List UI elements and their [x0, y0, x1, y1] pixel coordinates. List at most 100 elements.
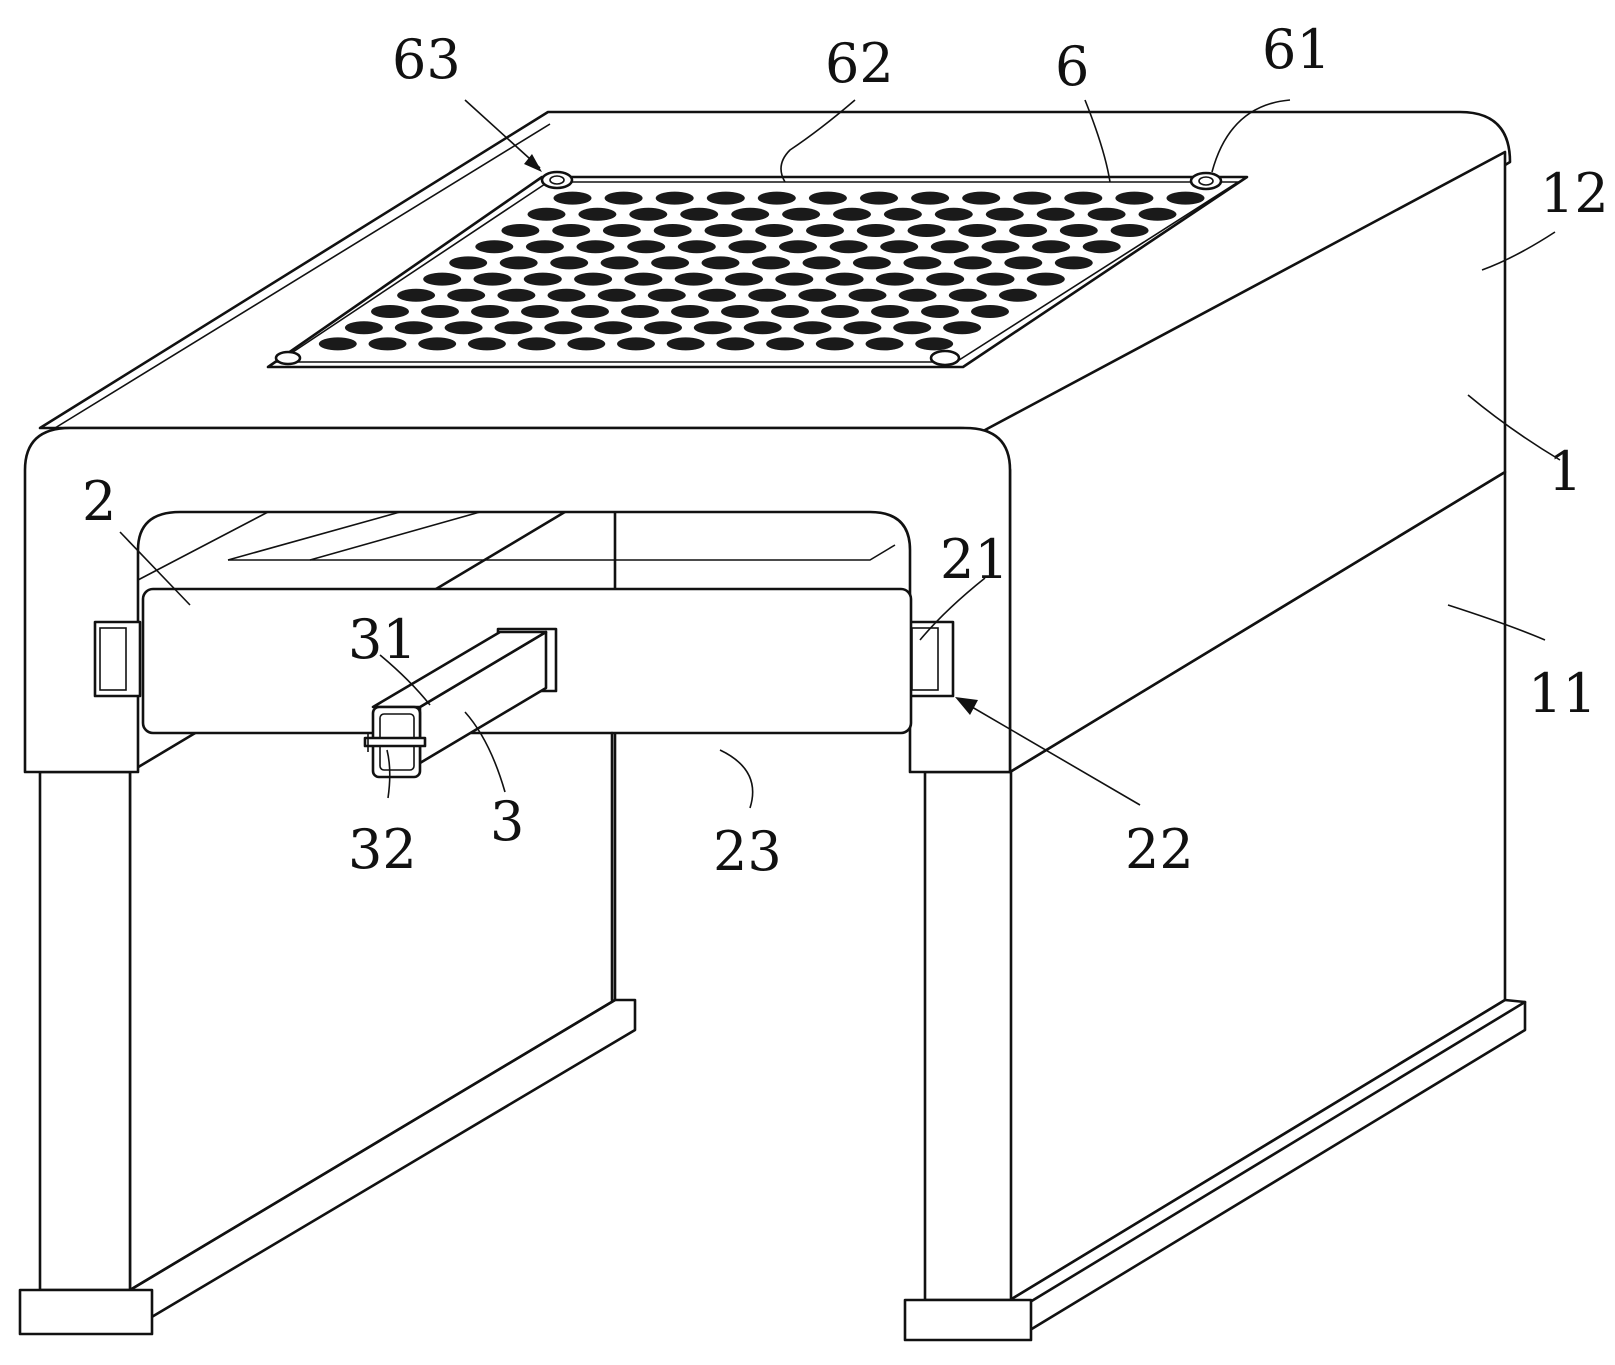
- plate-hole: [421, 305, 459, 318]
- plate-hole: [757, 191, 796, 205]
- plate-hole: [693, 321, 732, 335]
- perforated-plate: [266, 170, 1249, 369]
- plate-hole: [958, 224, 997, 237]
- plate-hole: [671, 305, 709, 318]
- screw-61: [1189, 171, 1223, 191]
- plate-hole: [1059, 224, 1098, 237]
- plate-hole: [985, 207, 1024, 221]
- plate-hole: [497, 288, 536, 302]
- plate-hole: [821, 305, 859, 318]
- plate-hole: [444, 321, 483, 335]
- plate-hole: [766, 337, 805, 351]
- plate-hole: [621, 305, 659, 318]
- plate-hole: [1087, 207, 1126, 221]
- plate-hole: [368, 337, 407, 351]
- plate-hole: [394, 321, 433, 335]
- plate-hole: [604, 191, 643, 205]
- plate-hole: [779, 240, 817, 254]
- plate-hole: [371, 305, 409, 318]
- plate-holes: [318, 191, 1205, 351]
- plate-hole: [883, 207, 922, 221]
- plate-hole: [471, 305, 509, 318]
- plate-hole: [998, 288, 1037, 302]
- plate-hole: [397, 288, 436, 302]
- plate-hole: [752, 256, 790, 270]
- plate-hole: [578, 207, 617, 221]
- plate-hole: [571, 305, 609, 318]
- plate-hole: [600, 256, 639, 270]
- inner-shelf: [137, 511, 896, 581]
- plate-hole: [525, 240, 564, 254]
- plate-hole: [871, 305, 909, 318]
- plate-hole: [798, 288, 837, 302]
- plate-hole: [962, 191, 1001, 205]
- plate-hole: [921, 305, 959, 318]
- plate-hole: [833, 207, 871, 221]
- plate-hole: [499, 256, 538, 270]
- plate-hole: [926, 272, 965, 286]
- plate-hole: [743, 321, 782, 335]
- plate-hole: [647, 288, 686, 302]
- plate-hole: [576, 240, 615, 254]
- plate-hole: [473, 272, 512, 286]
- plate-hole: [1064, 191, 1103, 205]
- plate-hole: [725, 272, 763, 286]
- plate-hole: [501, 224, 540, 237]
- plate-hole: [748, 288, 787, 302]
- plate-hole: [915, 337, 954, 351]
- plate-hole: [815, 337, 854, 351]
- plate-hole: [447, 288, 486, 302]
- ref-23: 23: [713, 820, 782, 883]
- screw-63: [540, 170, 574, 190]
- plate-hole: [624, 272, 663, 286]
- plate-hole: [948, 288, 987, 302]
- plate-hole: [1054, 256, 1093, 270]
- plate-hole: [1026, 272, 1065, 286]
- plate-hole: [898, 288, 937, 302]
- ref-61: 61: [1262, 18, 1331, 81]
- ref-62: 62: [825, 32, 894, 95]
- ref-21: 21: [940, 528, 1009, 591]
- plate-hole: [666, 337, 705, 351]
- plate-hole: [449, 256, 488, 270]
- plate-hole: [880, 240, 919, 254]
- plate-hole: [644, 321, 682, 335]
- ref-31: 31: [348, 608, 417, 671]
- plate-hole: [829, 240, 868, 254]
- plate-hole: [953, 256, 992, 270]
- ref-1: 1: [1548, 440, 1582, 503]
- plate-hole: [1166, 191, 1205, 205]
- plate-hole: [521, 305, 559, 318]
- plate-hole: [617, 337, 655, 351]
- plate-hole: [934, 207, 973, 221]
- plate-hole: [875, 272, 914, 286]
- plate-hole: [860, 191, 898, 205]
- handle-bar: [363, 627, 558, 779]
- ref-11: 11: [1528, 662, 1597, 725]
- plate-hole: [651, 256, 690, 270]
- plate-hole: [893, 321, 932, 335]
- plate-hole: [1115, 191, 1154, 205]
- front-frame: [23, 426, 1012, 774]
- plate-hole: [728, 240, 767, 254]
- plate-hole: [843, 321, 882, 335]
- plate-hole: [629, 207, 668, 221]
- ref-32: 32: [348, 818, 417, 881]
- plate-hole: [698, 288, 736, 302]
- plate-hole: [567, 337, 606, 351]
- ref-2: 2: [82, 470, 116, 533]
- plate-hole: [793, 321, 832, 335]
- plate-hole: [731, 207, 770, 221]
- plate-hole: [547, 288, 586, 302]
- plate-hole: [574, 272, 613, 286]
- plate-hole: [806, 224, 844, 237]
- plate-hole: [782, 207, 821, 221]
- plate-hole: [1009, 224, 1048, 237]
- plate-hole: [976, 272, 1015, 286]
- plate-hole: [544, 321, 583, 335]
- plate-hole: [943, 321, 982, 335]
- slide-rail-left: [93, 620, 142, 698]
- plate-hole: [775, 272, 814, 286]
- ref-3: 3: [490, 790, 524, 853]
- plate-hole: [552, 224, 591, 237]
